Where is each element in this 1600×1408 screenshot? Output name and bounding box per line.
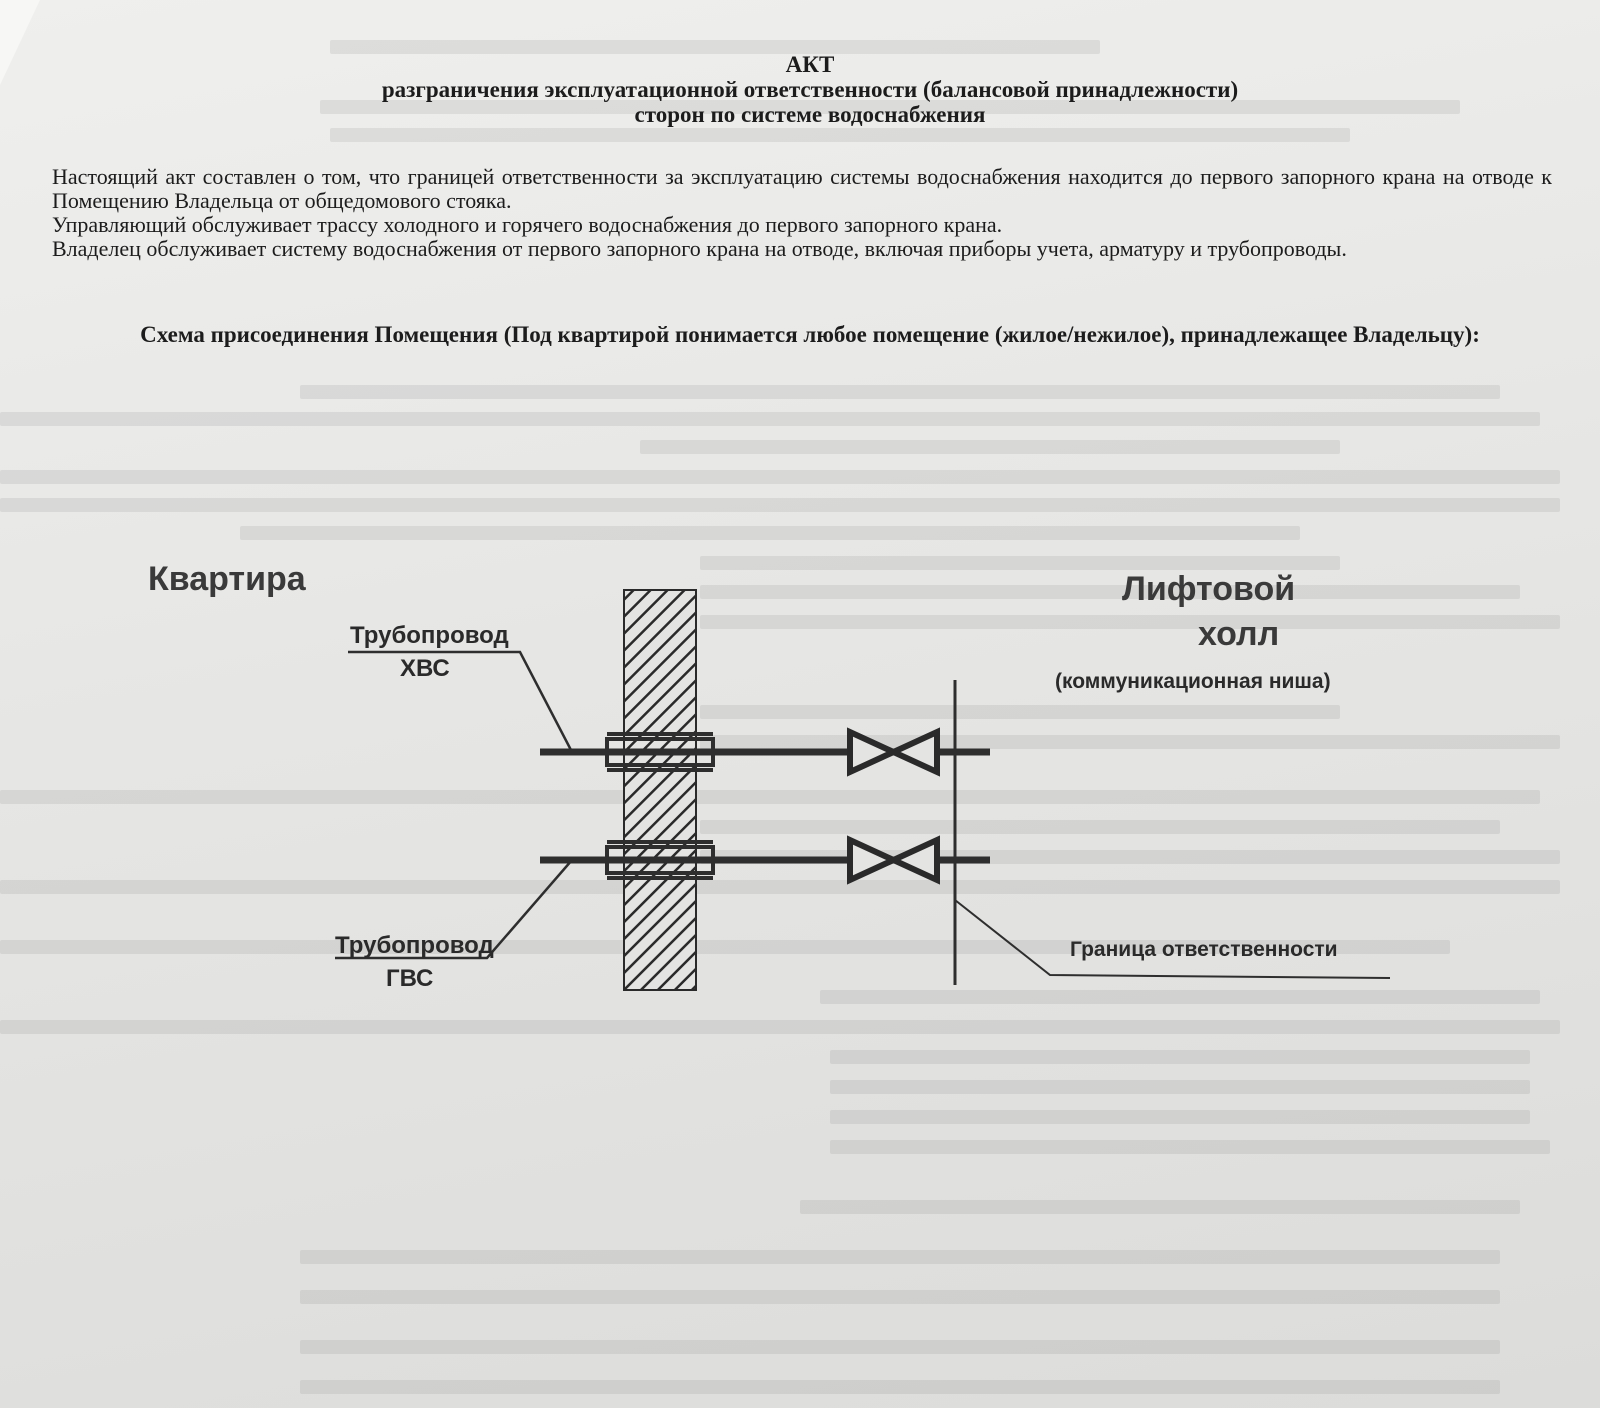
hot-pipe-label-line-1: Трубопровод: [335, 932, 494, 959]
document-title: АКТ разграничения эксплуатационной ответ…: [260, 52, 1360, 127]
cold-pipe-sleeve: [605, 737, 715, 767]
hall-label-line-1: Лифтовой: [1122, 570, 1295, 608]
cold-water-valve-icon: [847, 727, 940, 777]
cold-pipe-label-line-2: ХВС: [400, 655, 450, 682]
title-line-1: АКТ: [785, 52, 835, 77]
hot-pipe-leader-line: [335, 859, 573, 960]
boundary-leader-line: [954, 899, 1391, 979]
hot-water-valve-icon: [847, 835, 940, 885]
paragraph-owner-duties: Владелец обслуживает систему водоснабжен…: [52, 236, 1347, 261]
paragraph-boundary: Настоящий акт составлен о том, что грани…: [52, 164, 1552, 213]
title-line-3: сторон по системе водоснабжения: [634, 102, 986, 127]
hall-label-line-2: холл: [1198, 615, 1279, 653]
act-body: Настоящий акт составлен о том, что грани…: [52, 165, 1552, 261]
boundary-label: Граница ответственности: [1070, 938, 1338, 961]
scheme-title: Схема присоединения Помещения (Под кварт…: [140, 322, 1480, 347]
hot-pipe-sleeve: [605, 845, 715, 875]
paragraph-manager-duties: Управляющий обслуживает трассу холодного…: [52, 212, 1003, 237]
hall-sublabel: (коммуникационная ниша): [1055, 670, 1331, 693]
apartment-label: Квартира: [148, 560, 307, 598]
wall-hatched: [623, 589, 697, 991]
title-line-2: разграничения эксплуатационной ответстве…: [381, 77, 1239, 102]
page-corner-fold: [0, 0, 40, 85]
cold-pipe-label-line-1: Трубопровод: [350, 622, 509, 649]
hot-pipe-label-line-2: ГВС: [386, 965, 433, 992]
cold-pipe-leader-line: [348, 650, 574, 753]
